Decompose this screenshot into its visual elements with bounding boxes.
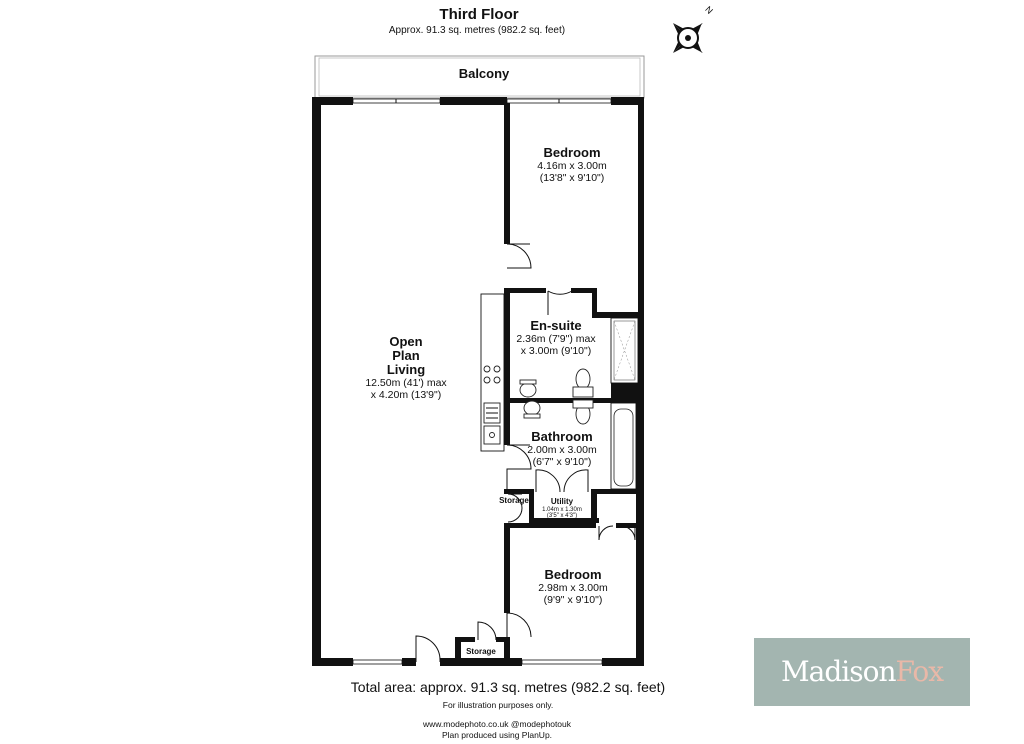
ensuite-name: En-suite: [530, 318, 581, 333]
bedroom1-name: Bedroom: [543, 145, 600, 160]
utility-dim-metric: 1.04m x 1.30m: [542, 507, 582, 513]
bathroom-dim-metric: 2.00m x 3.00m: [527, 444, 597, 456]
utility-dim-imperial: (3'5" x 4'3"): [547, 513, 577, 519]
storage2-label: Storage: [466, 647, 496, 656]
living-dim-line2: x 4.20m (13'9"): [371, 389, 442, 401]
illustration-note: For illustration purposes only.: [443, 700, 553, 710]
living-name-line2: Plan: [392, 348, 420, 363]
total-area: Total area: approx. 91.3 sq. metres (982…: [351, 679, 665, 695]
living-name-line1: Open: [389, 334, 422, 349]
bathroom-name: Bathroom: [531, 429, 592, 444]
plan-title: Third Floor: [439, 6, 518, 23]
bathroom-dim-imperial: (6'7" x 9'10"): [533, 456, 592, 468]
living-dim-line1: 12.50m (41') max: [365, 377, 447, 389]
kitchen-units: [480, 293, 505, 452]
window-top: [352, 98, 612, 665]
brand-name-part1: Madison: [780, 655, 897, 688]
bedroom1-dim-metric: 4.16m x 3.00m: [537, 160, 607, 172]
balcony-area: [314, 55, 645, 99]
storage1-label: Storage: [499, 496, 529, 505]
bedroom2-dim-imperial: (9'9" x 9'10"): [544, 594, 603, 606]
ensuite-dim-line2: x 3.00m (9'10"): [521, 345, 592, 357]
brand-logo-text: MadisonFox: [754, 655, 970, 688]
credit-line1: www.modephoto.co.uk @modephotouk: [422, 719, 572, 729]
balcony-label: Balcony: [459, 66, 510, 81]
plan-subtitle: Approx. 91.3 sq. metres (982.2 sq. feet): [389, 25, 565, 36]
ensuite-fixtures: [519, 317, 639, 398]
brand-name-part2: Fox: [895, 655, 944, 688]
bedroom1-dim-imperial: (13'8" x 9'10"): [540, 172, 605, 184]
north-label: N: [703, 4, 715, 16]
internal-walls: [455, 103, 640, 659]
ensuite-dim-line1: 2.36m (7'9") max: [516, 333, 596, 345]
utility-name: Utility: [551, 497, 574, 506]
credit-line2: Plan produced using PlanUp.: [442, 730, 552, 740]
living-name-line3: Living: [387, 362, 425, 377]
brand-logo: MadisonFox: [754, 638, 970, 706]
outer-walls: [312, 97, 644, 666]
compass-icon: N: [673, 4, 715, 53]
bedroom2-dim-metric: 2.98m x 3.00m: [538, 582, 608, 594]
bathroom-fixtures: [523, 399, 637, 490]
doors: [415, 243, 636, 662]
bedroom2-name: Bedroom: [544, 567, 601, 582]
